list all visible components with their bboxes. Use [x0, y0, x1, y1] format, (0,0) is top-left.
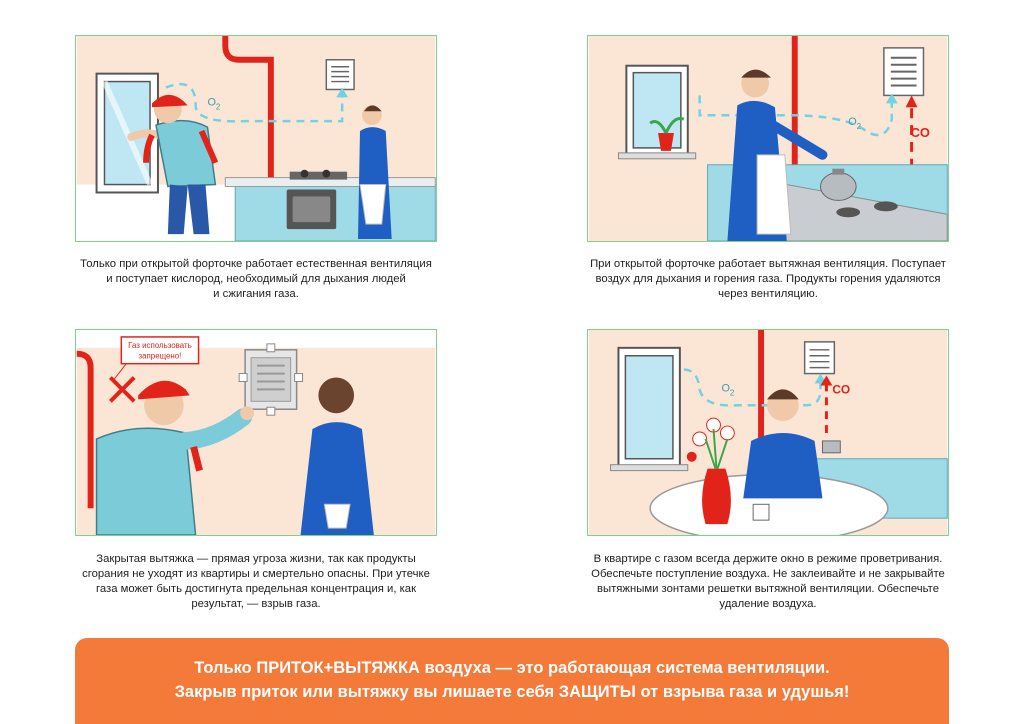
covered-vent-grille-icon — [238, 343, 304, 416]
woman-figure — [358, 105, 392, 240]
illustration-natural-ventilation: O2 — [75, 35, 437, 242]
vent-grille-icon — [803, 341, 836, 375]
caption-ventilation-mode: В квартире с газом всегда держите окно в… — [591, 553, 945, 610]
worker-figure — [95, 380, 255, 535]
airflow-arrow — [698, 95, 894, 137]
woman-figure — [300, 377, 374, 535]
worker-figure — [127, 94, 219, 235]
kitchen-counter — [224, 177, 436, 241]
gas-pipe — [222, 36, 274, 185]
illustration-ventilation-mode: O2 CO — [587, 329, 949, 536]
woman-figure — [727, 69, 828, 241]
kitchen-scene-4: O2 CO — [588, 330, 948, 535]
vent-grille-icon — [883, 47, 925, 97]
plant-pot — [649, 117, 685, 151]
pot-icon — [821, 440, 841, 454]
gas-stove — [289, 169, 348, 180]
co-arrowhead-icon — [820, 375, 833, 386]
o2-label: O2 — [207, 96, 220, 111]
svg-text:запрещено!: запрещено! — [138, 352, 181, 361]
co-label: CO — [832, 382, 850, 396]
cup-icon — [752, 503, 770, 521]
kettle-icon — [819, 168, 857, 201]
kitchen-scene-3: Газ использовать запрещено! — [76, 330, 436, 535]
o2-label: O2 — [721, 382, 734, 397]
woman-figure — [743, 389, 823, 499]
caption-exhaust-ventilation: При открытой форточке работает вытяжная … — [590, 258, 946, 300]
airflow-arrow — [165, 82, 344, 123]
kitchen-scene-2: O2 CO — [588, 36, 948, 241]
kitchen-scene-1: O2 — [76, 36, 436, 241]
illustration-exhaust-ventilation: O2 CO — [587, 35, 949, 242]
caption-natural-ventilation: Только при открытой форточке работает ес… — [80, 258, 432, 300]
window — [610, 346, 689, 472]
airflow-arrowhead-icon — [885, 93, 898, 104]
illustration-closed-exhaust-danger: Газ использовать запрещено! — [75, 329, 437, 536]
co-arrowhead-icon — [905, 95, 918, 108]
warning-banner: Только ПРИТОК+ВЫТЯЖКА воздуха — это рабо… — [75, 638, 949, 724]
cross-icon — [109, 376, 136, 403]
airflow-arrow — [683, 368, 822, 407]
gas-prohibited-sign: Газ использовать запрещено! — [112, 336, 200, 382]
window — [617, 64, 697, 160]
banner-line-2: Закрыв приток или вытяжку вы лишаете себ… — [174, 683, 850, 701]
banner-line-1: Только ПРИТОК+ВЫТЯЖКА воздуха — это рабо… — [194, 659, 830, 677]
vent-grille-icon — [325, 59, 355, 91]
airflow-arrowhead-icon — [336, 87, 349, 98]
caption-closed-exhaust-danger: Закрытая вытяжка — прямая угроза жизни, … — [82, 553, 430, 610]
svg-text:Газ использовать: Газ использовать — [128, 341, 192, 350]
co-label: CO — [911, 125, 930, 140]
gas-pipe — [76, 350, 94, 509]
o2-label: O2 — [848, 116, 861, 131]
flower-vase — [686, 417, 735, 525]
